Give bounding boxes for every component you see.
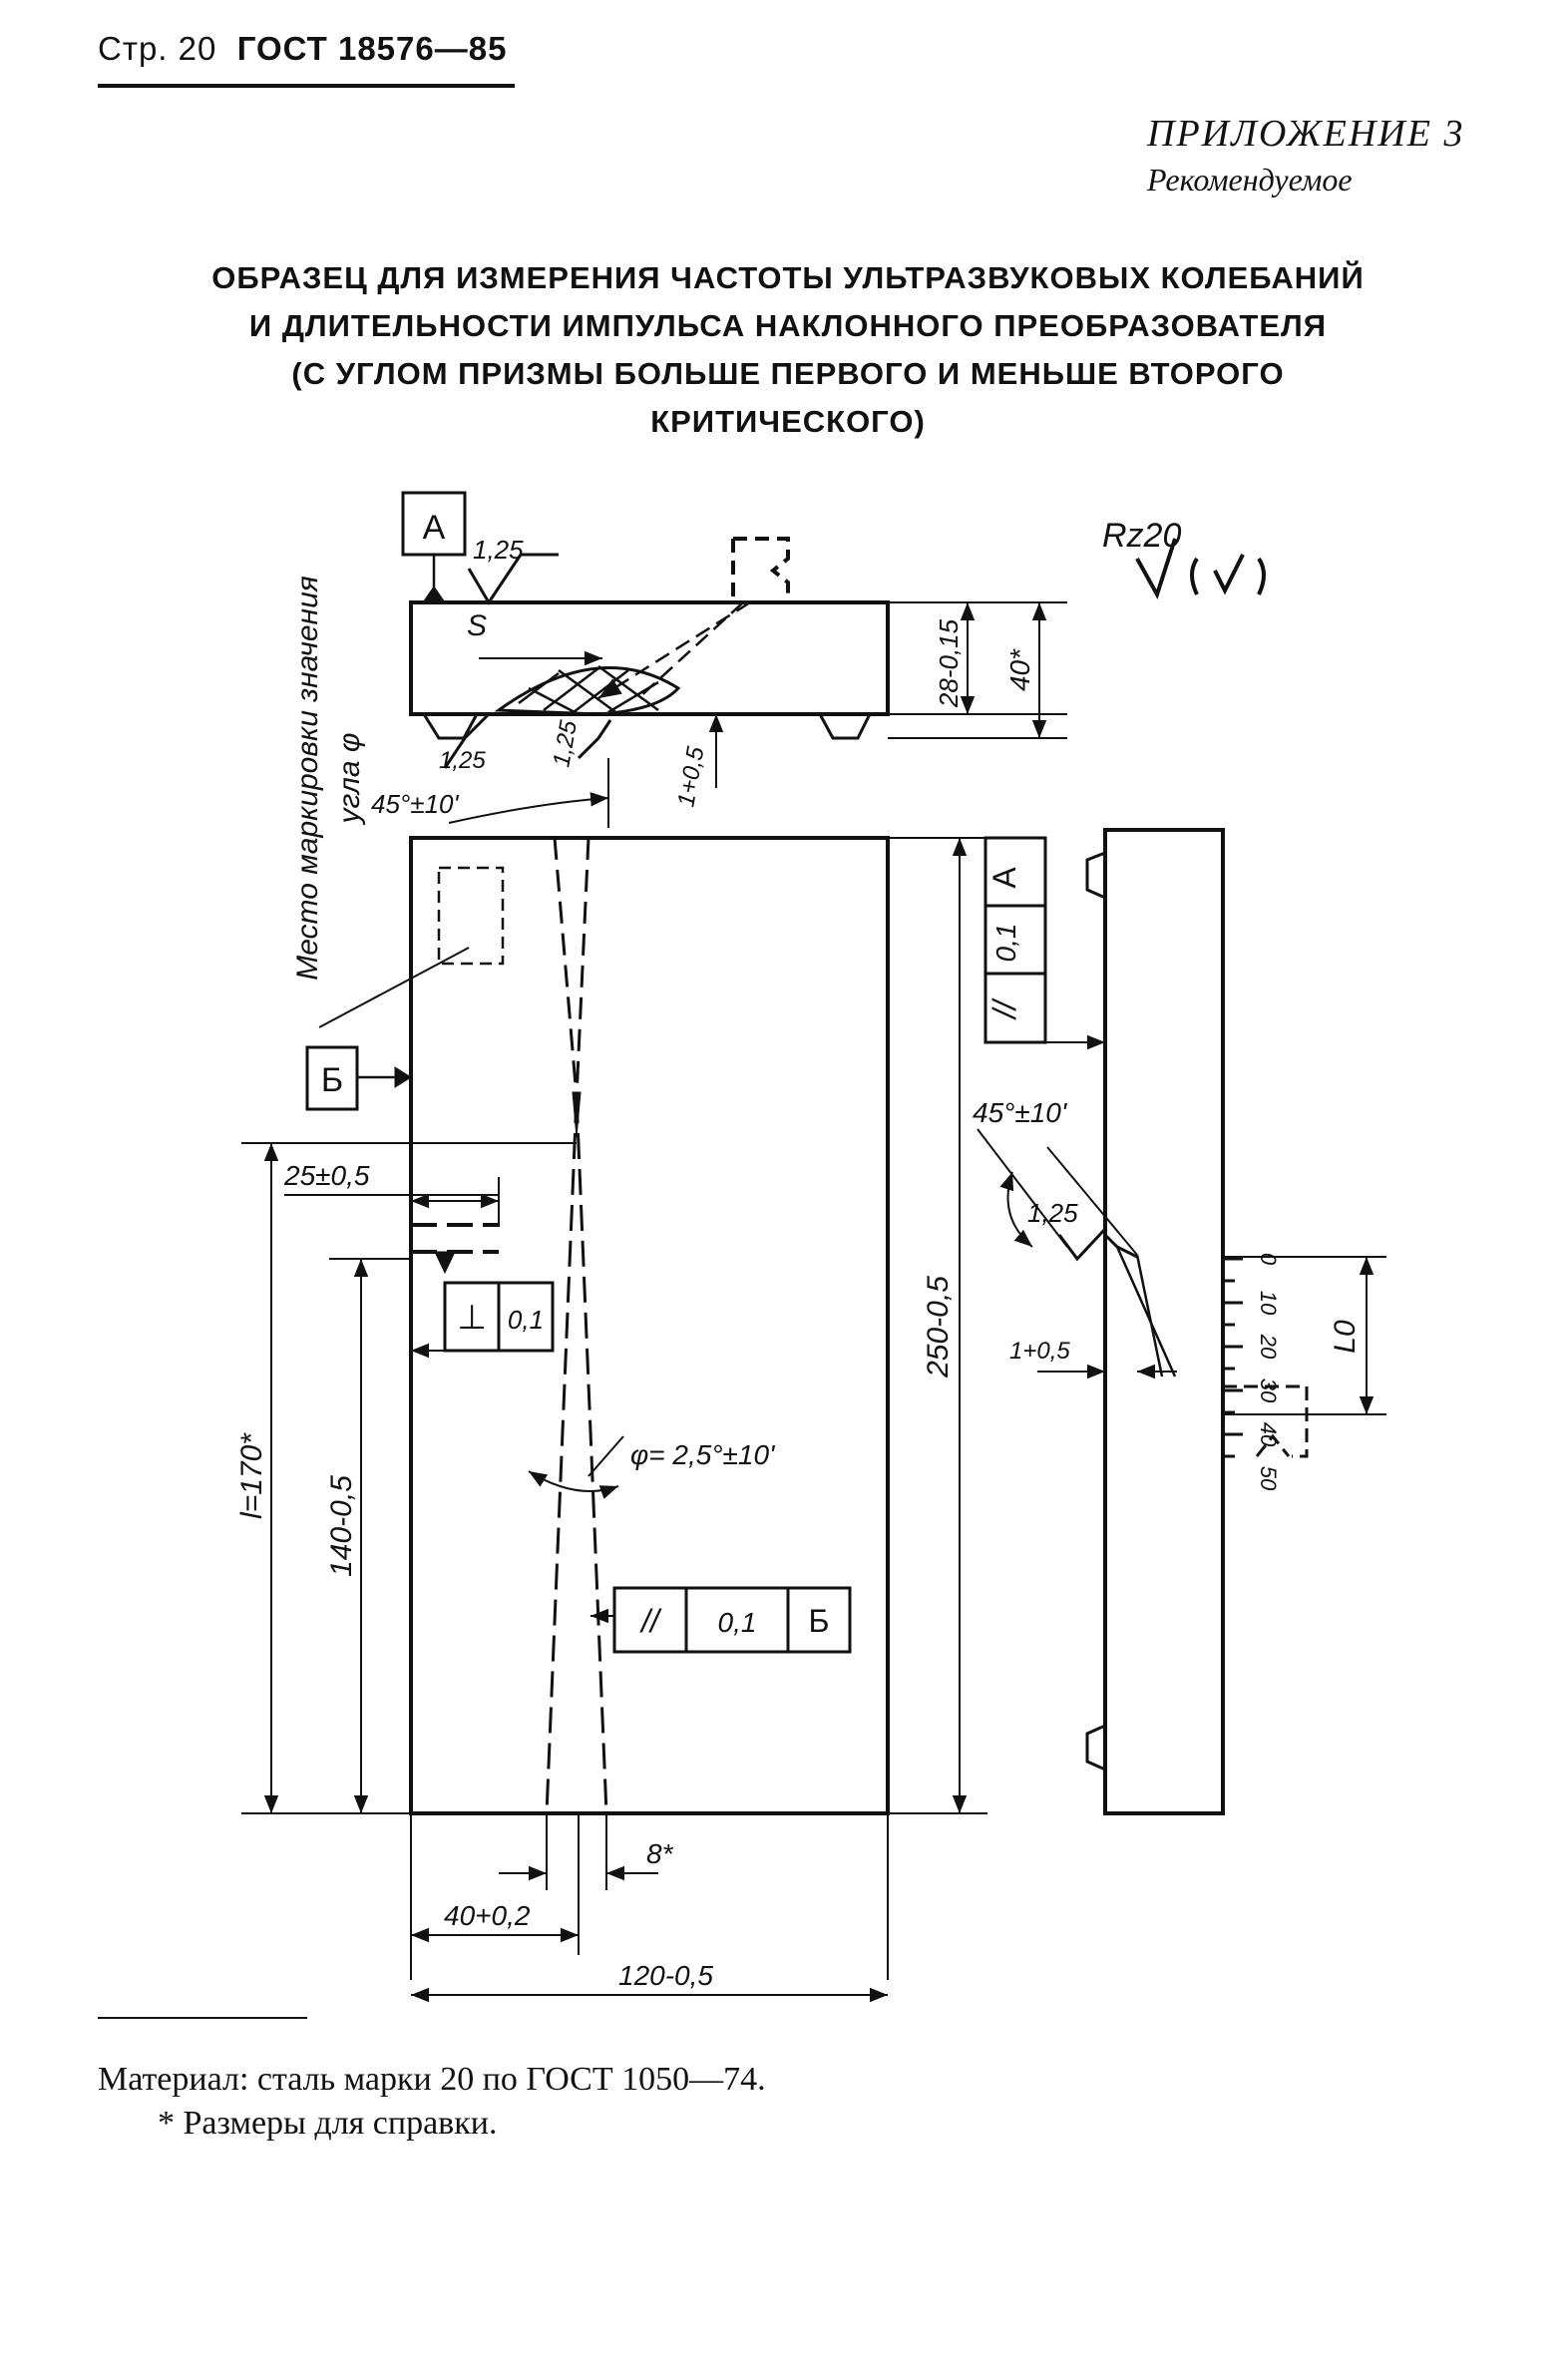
tol-perp-sym: ⊥ xyxy=(457,1299,487,1337)
tol-parallel-a-val: 0,1 xyxy=(990,924,1021,963)
dim-28-label: 28-0,15 xyxy=(934,618,964,708)
title-line: И ДЛИТЕЛЬНОСТИ ИМПУЛЬСА НАКЛОННОГО ПРЕОБ… xyxy=(248,308,1328,343)
side-transducer xyxy=(1223,1384,1309,1458)
rough-left-bottom-label: 1,25 xyxy=(439,747,486,774)
transducer-outline xyxy=(733,537,790,602)
angle-phi-label: φ= 2,5°±10' xyxy=(630,1439,776,1470)
scale-label: 40 xyxy=(1256,1422,1281,1447)
page-header: Стр. 20 ГОСТ 18576—85 xyxy=(98,30,507,68)
appendix-status: Рекомендуемое xyxy=(1147,162,1353,197)
dim-40-02-label: 40+0,2 xyxy=(444,1900,531,1931)
dim-s-label: S xyxy=(467,609,487,642)
dim-120-label: 120-0,5 xyxy=(618,1960,713,1991)
roughness-top-label: 1,25 xyxy=(473,535,524,565)
footnote-rule xyxy=(98,2017,307,2019)
scale-label: 20 xyxy=(1256,1334,1281,1360)
front-view-body xyxy=(409,836,890,1815)
dim-1-side-label: 1+0,5 xyxy=(1009,1338,1070,1365)
marking-note-line1: Место маркировки значения xyxy=(291,576,324,981)
material-note: Материал: сталь марки 20 по ГОСТ 1050—74… xyxy=(98,2061,766,2098)
tol-parallel-a-ref: А xyxy=(986,867,1022,889)
dim-140-label: 140-0,5 xyxy=(325,1475,358,1577)
page-number: Стр. 20 xyxy=(98,30,217,67)
angle-45-top-label: 45°±10' xyxy=(371,789,460,819)
rough-center-bottom-label: 1,25 xyxy=(548,718,583,769)
angle-45-side-label: 45°±10' xyxy=(973,1097,1068,1128)
top-view xyxy=(401,491,1067,828)
scale-label: 50 xyxy=(1256,1466,1281,1491)
dim-1-top-label: 1+0,5 xyxy=(672,744,709,809)
marking-area xyxy=(437,866,505,966)
header-rule xyxy=(98,84,515,88)
datum-a-label: А xyxy=(423,509,446,547)
front-view xyxy=(241,836,1105,2003)
top-foot-right xyxy=(818,713,872,740)
dim-250-label: 250-0,5 xyxy=(922,1276,955,1379)
tol-parallel-a-frame xyxy=(983,836,1047,1044)
datum-b-label: Б xyxy=(321,1061,343,1099)
appendix-title: ПРИЛОЖЕНИЕ 3 xyxy=(1147,113,1465,155)
scale-label: 0 xyxy=(1256,1253,1281,1266)
title-line: ОБРАЗЕЦ ДЛЯ ИЗМЕРЕНИЯ ЧАСТОТЫ УЛЬТРАЗВУК… xyxy=(211,260,1365,295)
roughness-general-label: Rz20 xyxy=(1102,517,1181,555)
rough-side-label: 1,25 xyxy=(1027,1198,1078,1228)
tol-parallel-b-ref: Б xyxy=(809,1603,830,1639)
tol-parallel-a-sym: // xyxy=(986,997,1022,1020)
top-foot-left xyxy=(422,713,479,740)
roughness-general-symbol xyxy=(1135,538,1266,600)
tol-perp-val: 0,1 xyxy=(508,1305,544,1335)
dim-8-star-label: 8* xyxy=(646,1838,674,1869)
side-view-body xyxy=(1103,828,1225,1815)
dim-l170-label: l=170* xyxy=(235,1432,268,1519)
tol-parallel-b-sym: // xyxy=(639,1603,662,1639)
scale-labels: 0 10 20 30 40 50 xyxy=(1256,1253,1281,1491)
dim-25-label: 25±0,5 xyxy=(283,1160,370,1191)
reference-note: * Размеры для справки. xyxy=(158,2105,498,2142)
side-view xyxy=(977,828,1386,1815)
marking-note-line2: угла φ xyxy=(333,733,366,826)
title-line: КРИТИЧЕСКОГО) xyxy=(650,404,926,439)
scale-label: 10 xyxy=(1256,1291,1281,1316)
top-view-body xyxy=(409,600,890,716)
roughness-mark xyxy=(467,553,559,605)
title-line: (С УГЛОМ ПРИЗМЫ БОЛЬШЕ ПЕРВОГО И МЕНЬШЕ … xyxy=(291,356,1285,391)
standard-number: ГОСТ 18576—85 xyxy=(236,30,508,67)
datum-triangle xyxy=(422,586,446,603)
dim-40-star-label: 40* xyxy=(1004,648,1035,691)
tol-parallel-b-val: 0,1 xyxy=(718,1607,757,1638)
document-title: ОБРАЗЕЦ ДЛЯ ИЗМЕРЕНИЯ ЧАСТОТЫ УЛЬТРАЗВУК… xyxy=(110,254,1466,446)
dim-l0-label: L0 xyxy=(1329,1320,1362,1354)
scale-label: 30 xyxy=(1256,1379,1281,1403)
